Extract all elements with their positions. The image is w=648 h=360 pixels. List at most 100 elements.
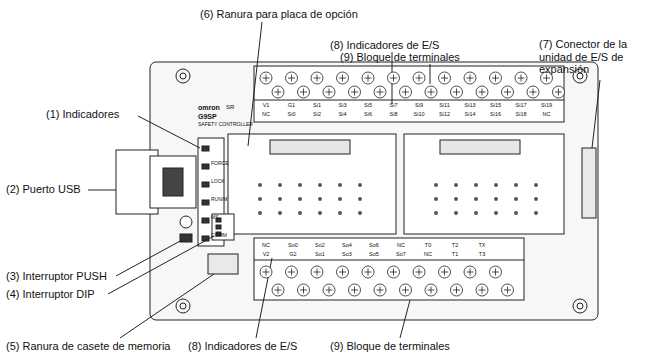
connector-pin — [474, 197, 478, 201]
terminal-screw — [260, 266, 272, 278]
connector-pin — [474, 211, 478, 215]
screw-slot — [275, 287, 282, 294]
callout-label: (6) Ranura para placa de opción — [200, 8, 358, 21]
callout-label: (7) Conector de la unidad de E/S de expa… — [539, 38, 645, 76]
terminal-label: Si0 — [288, 111, 296, 117]
terminal-label: G2 — [289, 251, 296, 257]
terminal-label: Si13 — [464, 102, 475, 108]
terminal-label: T1 — [452, 251, 458, 257]
screw-slot — [467, 269, 474, 276]
callout-label: (3) Interruptor PUSH — [6, 270, 107, 283]
terminal-screw — [400, 86, 412, 98]
terminal-label: NC — [424, 251, 432, 257]
terminal-label: Si1 — [313, 102, 321, 108]
terminal-screw — [439, 266, 451, 278]
terminal-label: So5 — [369, 251, 379, 257]
terminal-screw — [400, 284, 412, 296]
screw-slot — [263, 269, 270, 276]
screw-slot — [402, 89, 409, 96]
terminal-label: NC — [262, 242, 270, 248]
connector-pin — [514, 211, 518, 215]
connector-pin — [278, 211, 282, 215]
terminal-screw — [476, 284, 488, 296]
indicator-label: MS — [211, 215, 219, 221]
screw-slot — [390, 75, 397, 82]
connector-pin — [278, 197, 282, 201]
screw-slot — [314, 75, 321, 82]
terminal-screw — [502, 86, 514, 98]
connector-pin — [454, 197, 458, 201]
connector-pin — [338, 197, 342, 201]
callout-label: (4) Interruptor DIP — [6, 288, 95, 301]
terminal-screw — [323, 86, 335, 98]
callout-label: (8) Indicadores de E/S — [330, 39, 439, 52]
terminal-label: Si12 — [439, 111, 450, 117]
screw-slot — [288, 75, 295, 82]
badge-text: SR — [226, 104, 234, 111]
screw-slot — [441, 269, 448, 276]
connector-pin — [338, 183, 342, 187]
product-text: SAFETY CONTROLLER — [198, 122, 253, 128]
screw-slot — [479, 89, 486, 96]
terminal-screw — [362, 72, 374, 84]
connector-pin — [298, 183, 302, 187]
connector-pin — [454, 183, 458, 187]
terminal-label: V2 — [263, 251, 270, 257]
screw-slot — [492, 75, 499, 82]
screw-slot — [492, 269, 499, 276]
connector-pin — [434, 197, 438, 201]
terminal-label: NC — [397, 242, 405, 248]
terminal-label: V1 — [263, 102, 270, 108]
screw-slot — [402, 287, 409, 294]
terminal-label: Si16 — [490, 111, 501, 117]
terminal-screw — [490, 266, 502, 278]
terminal-screw — [464, 266, 476, 278]
screw-slot — [300, 89, 307, 96]
screw-slot — [530, 89, 537, 96]
terminal-screw — [349, 284, 361, 296]
screw-slot — [351, 287, 358, 294]
terminal-screw — [374, 86, 386, 98]
connector-pin — [318, 197, 322, 201]
terminal-screw — [527, 86, 539, 98]
screw-slot — [365, 75, 372, 82]
connector-pin — [258, 197, 262, 201]
terminal-label: Si15 — [490, 102, 501, 108]
terminal-screw — [464, 72, 476, 84]
connector-pin — [338, 211, 342, 215]
connector-pin — [494, 197, 498, 201]
screw-slot — [518, 75, 525, 82]
connector-pin — [514, 197, 518, 201]
screw-slot — [467, 75, 474, 82]
callout-label: (9) Bloque de terminales — [330, 340, 450, 353]
connector-pin — [494, 211, 498, 215]
terminal-screw — [286, 72, 298, 84]
connector-pin — [258, 211, 262, 215]
terminal-label: Si6 — [364, 111, 372, 117]
callout-label: (1) Indicadores — [46, 108, 119, 121]
indicator-label: LOCK — [211, 179, 225, 185]
terminal-label: Si2 — [313, 111, 321, 117]
connector-pin — [434, 211, 438, 215]
terminal-screw — [439, 72, 451, 84]
terminal-label: Si10 — [413, 111, 424, 117]
terminal-label: Si19 — [541, 102, 552, 108]
terminal-screw — [272, 284, 284, 296]
terminal-screw — [413, 72, 425, 84]
screw-slot — [453, 89, 460, 96]
screw-slot — [339, 75, 346, 82]
indicator-label: FORCE — [211, 161, 229, 167]
connector-pin — [434, 183, 438, 187]
screw-slot — [326, 89, 333, 96]
terminal-screw — [451, 86, 463, 98]
screw-slot — [428, 89, 435, 96]
terminal-label: Si14 — [464, 111, 475, 117]
terminal-label: G1 — [288, 102, 295, 108]
indicator-label: COMM — [211, 233, 227, 239]
callout-label: (9) Bloque de terminales — [340, 51, 460, 64]
terminal-screw — [298, 86, 310, 98]
terminal-screw — [425, 284, 437, 296]
connector-pin — [358, 211, 362, 215]
terminal-screw — [311, 266, 323, 278]
screw-slot — [416, 269, 423, 276]
